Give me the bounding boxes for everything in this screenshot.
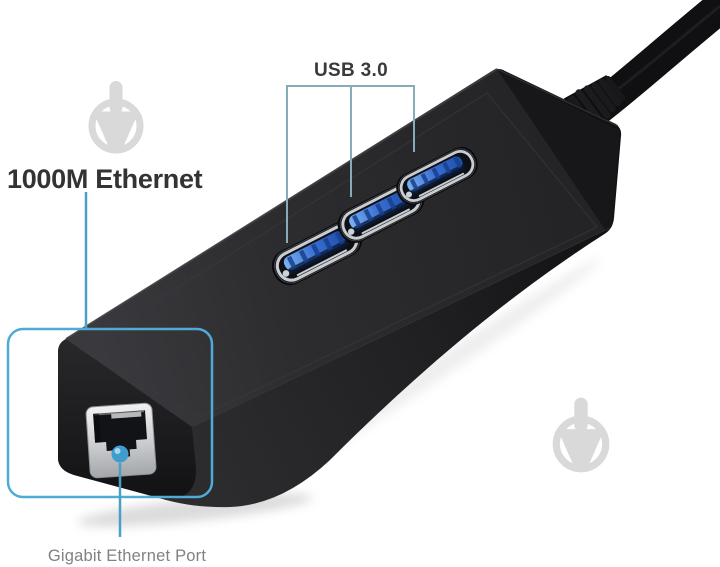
ethernet-port: [85, 402, 157, 479]
edge-highlight-far: [65, 68, 498, 340]
usb-callout-bracket: [286, 85, 415, 243]
ethernet-label: 1000M Ethernet: [7, 164, 203, 194]
gigabit-label: Gigabit Ethernet Port: [48, 547, 206, 565]
ethernet-port-dot-highlight: [114, 448, 121, 454]
ethernet-port-opening: [93, 410, 148, 458]
watermark-icon: [92, 81, 140, 151]
gigabit-callout: Gigabit Ethernet Port: [48, 463, 206, 565]
ethernet-port-dot: [111, 445, 129, 463]
ethernet-inner-edge: [94, 410, 145, 416]
ethernet-callout: 1000M Ethernet: [6, 164, 214, 499]
body-right-end: [497, 69, 620, 231]
usb-callout: USB 3.0: [286, 60, 415, 243]
usb-label: USB 3.0: [314, 60, 388, 81]
edge-highlight-near: [191, 227, 611, 428]
watermark-icon: [556, 398, 605, 470]
ethernet-inner-shade: [93, 413, 102, 443]
edge-highlight-right: [496, 68, 619, 127]
cable-sheen: [601, 4, 720, 103]
ethernet-callout-box: [6, 327, 214, 499]
